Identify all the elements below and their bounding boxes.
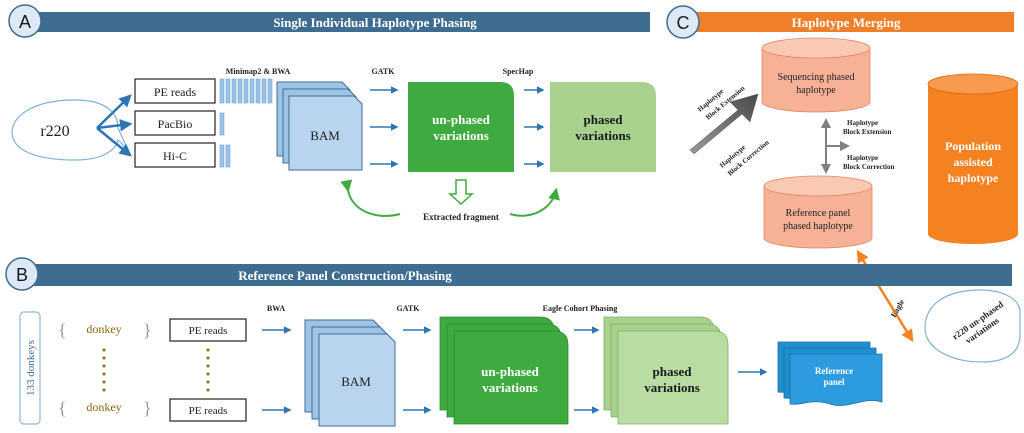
arrows-reads-to-bam (262, 326, 292, 414)
donkey-bottom: donkey (86, 400, 121, 414)
bam-stack-b (304, 319, 396, 427)
merge-arrow-labels: Haplotype Block Extension Haplotype Bloc… (696, 84, 771, 177)
arrows-unphased-to-phased-b (574, 326, 600, 414)
unphased-label-a-2: variations (433, 128, 489, 143)
panel-b-letter: B (16, 265, 28, 285)
phased-label-a-2: variations (575, 128, 631, 143)
panel-a: Single Individual Haplotype Phasing A r2… (8, 4, 656, 222)
sample-bubble (11, 99, 129, 161)
unphased-label-b-2: variations (482, 380, 538, 395)
tool-label-eagle-cohort: Eagle Cohort Phasing (543, 304, 618, 313)
read-box-top-b (169, 318, 247, 342)
phased-label-b-1: phased (652, 364, 692, 379)
population-label-3: haplotype (948, 171, 999, 185)
unphased-label-b-1: un-phased (481, 364, 540, 379)
population-label-2: assisted (953, 155, 993, 169)
cohort-box (19, 311, 41, 425)
reference-panel-stack (777, 341, 883, 406)
population-cylinder (927, 73, 1019, 244)
reference-label-1: Reference (815, 366, 853, 376)
arrows-bam-to-unphased (370, 86, 399, 168)
eagle-label: Eagle (889, 298, 907, 319)
read-label-bottom-b: PE reads (189, 405, 228, 417)
ref-phased-label-1: Reference panel (786, 208, 851, 219)
read-label-pacbio: PacBio (158, 117, 193, 131)
bam-label-b: BAM (341, 374, 371, 389)
seq-phased-label-2: haplotype (796, 85, 836, 96)
brace-left-bottom: { (58, 398, 67, 418)
phased-stack-b (603, 316, 729, 425)
panel-a-letter: A (19, 12, 31, 32)
read-box-pe (134, 78, 216, 104)
cylinder-link-labels: Haplotype Block Extension Haplotype Bloc… (843, 119, 894, 171)
fragment-curve-right (509, 187, 560, 217)
ref-phased-label-2: phased haplotype (783, 221, 853, 232)
fragment-curve-left (340, 179, 401, 217)
svg-text:Block Extension: Block Extension (843, 128, 892, 136)
read-label-hic: Hi-C (163, 149, 187, 163)
panel-b-title: Reference Panel Construction/Phasing (238, 268, 452, 283)
bam-stack-a (276, 81, 363, 171)
unphased-block-a (408, 82, 514, 172)
panel-a-header-bar (20, 12, 650, 32)
arrows-bam-to-unphased-b (403, 326, 432, 414)
panel-c: Haplotype Merging C Haplotype Block Exte… (666, 5, 1021, 363)
brace-right-top: } (143, 320, 152, 340)
branch-arrow-pe (96, 94, 132, 129)
panel-c-letter-badge (666, 5, 700, 39)
fragment-label: Extracted fragment (423, 212, 499, 222)
read-label-top-b: PE reads (189, 325, 228, 337)
sample-label: r220 (40, 123, 69, 140)
read-box-hic (134, 142, 216, 168)
panel-b-letter-badge (5, 257, 39, 291)
panel-c-letter: C (677, 13, 690, 33)
brace-left-top: { (58, 320, 67, 340)
merge-arrow (689, 93, 759, 155)
read-label-pe: PE reads (154, 85, 197, 99)
unphased-stack-b (439, 316, 569, 425)
bam-label-a: BAM (310, 128, 340, 143)
panel-a-letter-badge (8, 4, 42, 38)
panel-a-title: Single Individual Haplotype Phasing (273, 15, 477, 30)
panel-b: Reference Panel Construction/Phasing B 1… (5, 257, 1012, 427)
read-box-pacbio (134, 110, 216, 136)
reference-label-2: panel (823, 377, 845, 387)
fragment-down-arrow (448, 179, 474, 206)
pacbio-read-bar (219, 112, 225, 136)
branch-arrow-hic (96, 127, 132, 157)
tool-label-align: Minimap2 & BWA (226, 67, 291, 76)
pe-read-bars (219, 78, 273, 104)
reads-ellipsis (206, 348, 210, 392)
panel-c-title: Haplotype Merging (792, 15, 901, 30)
phased-block-a (550, 82, 656, 172)
unphased-label-a-1: un-phased (432, 112, 491, 127)
population-label-1: Population (945, 139, 1001, 153)
phased-label-a-1: phased (583, 112, 623, 127)
tool-label-gatk-b: GATK (397, 304, 421, 313)
svg-text:Haplotype: Haplotype (847, 154, 878, 162)
tool-label-spechap: SpecHap (503, 67, 534, 76)
donkey-ellipsis (102, 348, 106, 392)
seq-phased-cylinder (761, 37, 871, 113)
read-box-bottom-b (169, 398, 247, 422)
tool-label-bwa: BWA (267, 304, 285, 313)
branch-arrow-pacbio (96, 118, 133, 132)
svg-text:Haplotype: Haplotype (847, 119, 878, 127)
panel-c-header-bar (678, 12, 1014, 32)
r220-unphased-bubble (924, 289, 1021, 363)
tool-label-gatk-a: GATK (372, 67, 396, 76)
ref-phased-cylinder (763, 175, 873, 249)
brace-right-bottom: } (143, 398, 152, 418)
arrows-unphased-to-phased (524, 86, 545, 168)
svg-text:Block Correction: Block Correction (843, 163, 894, 171)
cohort-label: 133 donkeys (25, 340, 37, 396)
donkey-top: donkey (86, 322, 121, 336)
hic-read-bars (219, 144, 231, 168)
panel-b-header-bar (22, 264, 1012, 286)
phased-label-b-2: variations (644, 380, 700, 395)
seq-phased-label-1: Sequencing phased (778, 72, 855, 83)
